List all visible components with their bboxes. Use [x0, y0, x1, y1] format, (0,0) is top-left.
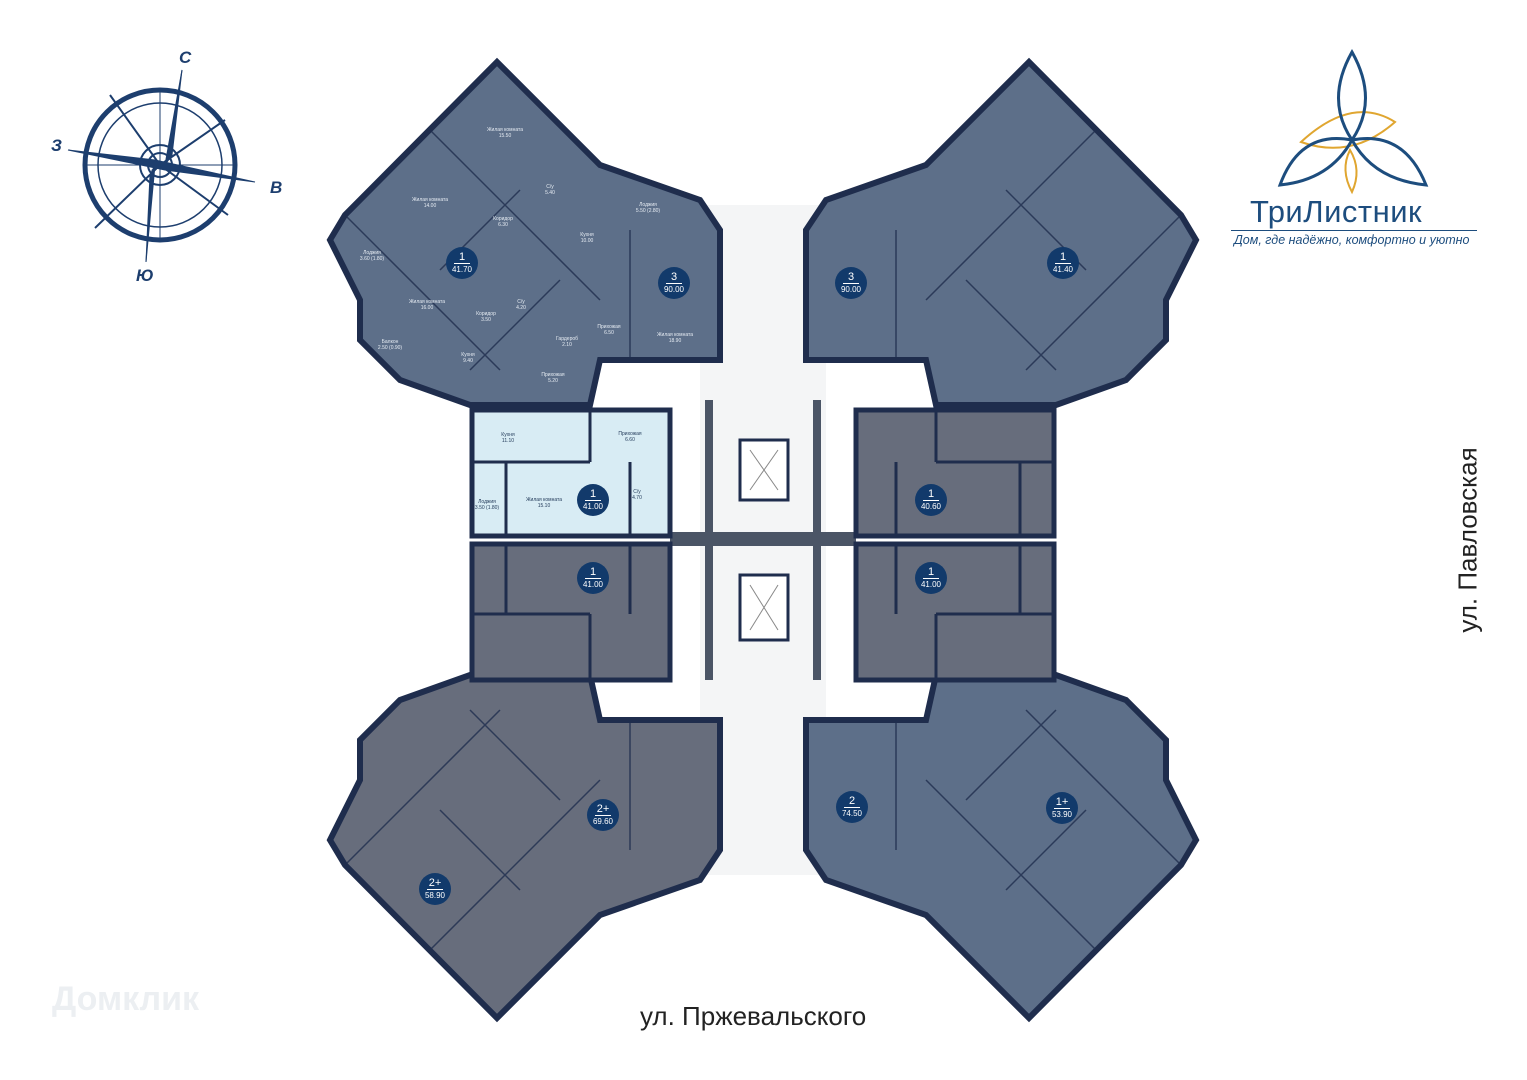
staircase-icon — [738, 438, 790, 642]
logo-trefoil-icon — [1277, 48, 1429, 195]
wing-top-left — [326, 57, 723, 408]
apartment-highlighted[interactable] — [469, 407, 673, 539]
compass-west-label: З — [51, 136, 62, 155]
wing-bottom-right — [803, 672, 1200, 1023]
compass-east-label: В — [270, 178, 283, 197]
compass-rose-icon — [67, 69, 256, 263]
compass-south-label: Ю — [136, 266, 154, 285]
street-label-right: ул. Павловская — [1452, 447, 1483, 633]
wing-top-right — [803, 57, 1200, 408]
logo-divider — [1231, 230, 1477, 231]
watermark: Домклик — [52, 980, 200, 1018]
apartment-badge[interactable]: 1+53.90 — [1046, 792, 1078, 824]
logo-tagline: Дом, где надёжно, комфортно и уютно — [1234, 233, 1470, 247]
wing-bottom-left — [326, 672, 723, 1023]
apartment-badge[interactable]: 2+69.60 — [587, 799, 619, 831]
logo-title: ТриЛистник — [1250, 194, 1423, 229]
street-label-bottom: ул. Пржевальского — [640, 1001, 867, 1031]
compass-north-label: С — [179, 48, 192, 67]
apartment-badge[interactable]: 2+58.90 — [419, 873, 451, 905]
